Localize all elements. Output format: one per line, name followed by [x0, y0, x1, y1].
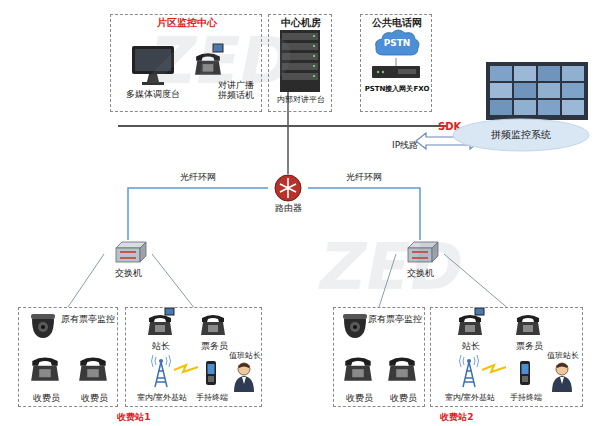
group-heading: 公共电话网: [361, 17, 433, 29]
node-label: 内部对讲平台: [273, 95, 329, 104]
device-node: 内部对讲平台: [273, 29, 329, 107]
device-node: 值班站长: [545, 351, 581, 401]
group-heading: 收费站2: [427, 412, 487, 422]
node-label: 对讲广播 拼频话机: [215, 80, 257, 101]
node-label: 收费员: [23, 393, 69, 403]
cloud-node: PSTN: [373, 28, 421, 56]
node-label: 手持终端: [195, 393, 229, 402]
device-node: 收费员: [71, 349, 117, 405]
group-box: 收费站2站长票务员室内/室外基站手持终端值班站长: [430, 307, 583, 407]
connector-line: [128, 188, 268, 240]
system-ellipse: 拼频监控系统: [452, 118, 590, 152]
device-node: 收费员: [381, 349, 425, 405]
group-heading: 原有票亭监控: [57, 314, 119, 324]
node-label: 站长: [449, 341, 493, 351]
device-node: 手持终端: [509, 357, 543, 405]
group-heading: 收费站1: [104, 412, 164, 422]
device-node: 手持终端: [195, 357, 229, 405]
group-box: 中心机房内部对讲平台: [268, 14, 332, 112]
device-node: 对讲广播 拼频话机: [193, 43, 257, 105]
device-node: 室内/室外基站: [129, 353, 195, 405]
group-box: 片区监控中心多媒体调度台 对讲广播 拼频话机: [110, 14, 262, 112]
node-label: 收费员: [381, 393, 425, 403]
group-box: 原有票亭监控收费员收费员: [18, 307, 118, 407]
group-box: 收费站1站长票务员室内/室外基站手持终端值班站长: [125, 307, 262, 407]
group-box: 公共电话网 PSTN PSTN接入网关FXO: [360, 14, 432, 112]
node-label: PSTN: [373, 38, 421, 48]
device-node: 交换机: [396, 240, 444, 282]
group-heading: 中心机房: [269, 17, 333, 29]
device-node: 室内/室外基站: [437, 353, 503, 405]
device-node: 多媒体调度台: [117, 43, 189, 105]
device-node: 交换机: [104, 240, 152, 282]
group-box: 原有票亭监控收费员收费员: [333, 307, 425, 407]
device-node: 收费员: [337, 349, 381, 405]
device-node: 票务员: [191, 311, 237, 353]
group-heading: 原有票亭监控: [364, 314, 426, 324]
device-node: 收费员: [23, 349, 69, 405]
device-node: 票务员: [506, 311, 552, 353]
device-node: PSTN接入网关FXO: [363, 61, 431, 101]
node-label: 票务员: [506, 341, 552, 351]
node-label: 交换机: [104, 268, 152, 278]
device-node: 值班站长: [227, 351, 263, 401]
connector-line: [68, 254, 104, 307]
edge-label: 光纤环网: [180, 173, 216, 183]
connector-line: [308, 188, 420, 240]
node-label: 室内/室外基站: [129, 393, 195, 402]
node-label: 值班站长: [227, 351, 263, 360]
node-label: 收费员: [337, 393, 381, 403]
node-label: 交换机: [396, 268, 444, 278]
node-label: PSTN接入网关FXO: [363, 85, 431, 93]
node-label: 多媒体调度台: [117, 89, 189, 99]
device-node: 站长: [139, 311, 183, 353]
node-label: 票务员: [191, 341, 237, 351]
node-label: 手持终端: [509, 393, 543, 402]
node-label: 值班站长: [545, 351, 581, 360]
node-label: 拼频监控系统: [452, 129, 590, 141]
connector-line: [379, 254, 396, 307]
device-node: 站长: [449, 311, 493, 353]
device-node: 路由器: [268, 174, 308, 216]
connector-line: [152, 254, 194, 307]
annotation-label: IP线路: [392, 141, 418, 151]
node-label: 路由器: [268, 203, 308, 213]
watermark: ZED: [320, 232, 463, 302]
node-label: 收费员: [71, 393, 117, 403]
node-label: 室内/室外基站: [437, 393, 503, 402]
connector-line: [444, 254, 507, 307]
edge-label: 光纤环网: [346, 173, 382, 183]
group-heading: 片区监控中心: [111, 17, 263, 29]
node-label: 站长: [139, 341, 183, 351]
